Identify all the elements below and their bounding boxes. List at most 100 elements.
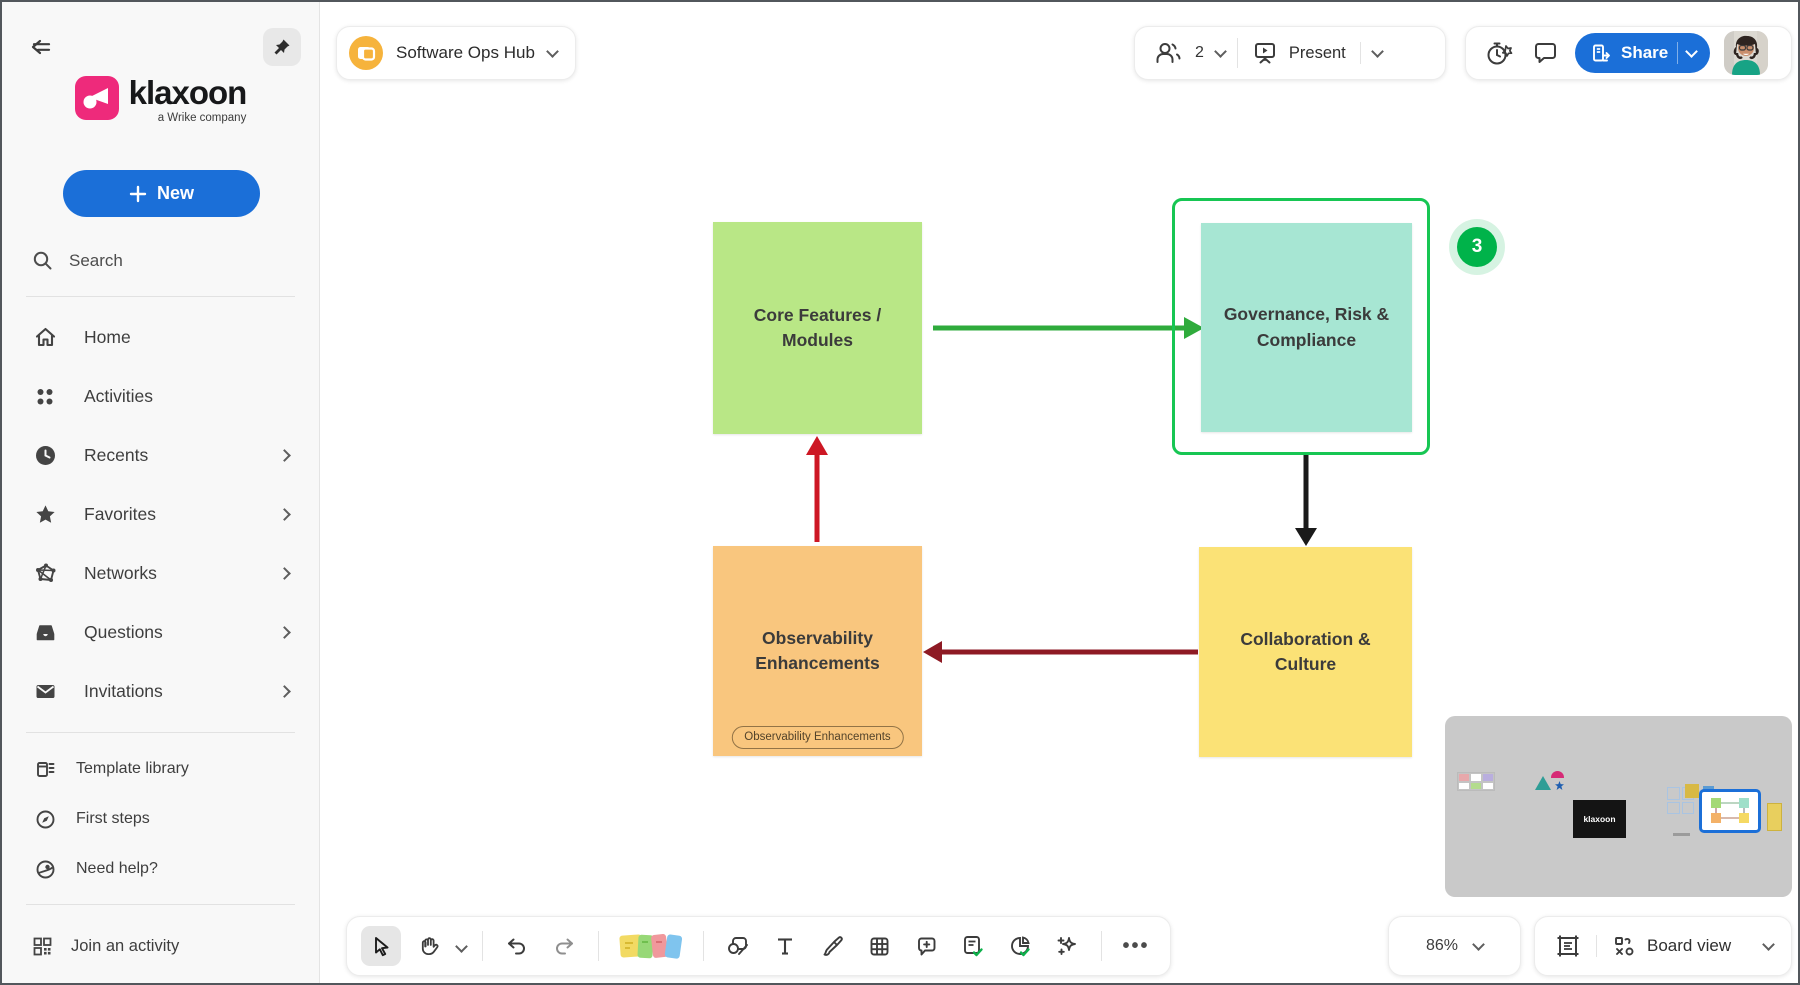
chart-tool-button[interactable] [1000, 926, 1040, 966]
board-title-dropdown[interactable]: Software Ops Hub [336, 26, 576, 80]
networks-icon [32, 562, 58, 585]
text-tool-button[interactable] [765, 926, 805, 966]
divider [26, 296, 295, 297]
minimap[interactable]: klaxoon [1445, 716, 1792, 897]
sidebar-item-template-library[interactable]: Template library [2, 744, 319, 794]
survey-check-icon [963, 936, 983, 957]
chevron-down-icon[interactable] [1214, 44, 1227, 58]
redo-button[interactable] [544, 926, 584, 966]
undo-button[interactable] [497, 926, 537, 966]
timer-button[interactable] [1482, 37, 1516, 69]
more-tools-button[interactable]: ••• [1116, 926, 1156, 966]
minimap-yellow-square-thumb [1685, 784, 1699, 798]
chevron-down-icon[interactable] [1370, 44, 1384, 58]
klaxoon-logo: klaxoon a Wrike company [2, 76, 319, 124]
join-activity-label: Join an activity [71, 937, 180, 955]
minimap-star-thumb [1555, 781, 1564, 790]
help-icon [32, 859, 58, 880]
sidebar-item-invitations[interactable]: Invitations [2, 662, 319, 721]
sidebar-item-recents[interactable]: Recents [2, 426, 319, 485]
sidebar-item-networks[interactable]: Networks [2, 544, 319, 603]
divider [703, 931, 704, 961]
sticky-note-core-features[interactable]: Core Features / Modules [713, 222, 922, 434]
sparkles-icon [1057, 937, 1076, 955]
zoom-control[interactable]: 86% [1388, 916, 1521, 976]
divider [26, 904, 295, 905]
sidebar-item-questions[interactable]: Questions [2, 603, 319, 662]
divider [1101, 931, 1102, 961]
divider [1677, 42, 1679, 64]
select-tool-button[interactable] [361, 926, 401, 966]
selection-badge: 3 [1449, 219, 1505, 275]
brand-name: klaxoon [128, 74, 248, 111]
participants-button[interactable] [1151, 38, 1183, 68]
survey-tool-button[interactable] [953, 926, 993, 966]
view-switcher: Board view [1534, 916, 1792, 976]
minimap-triangle-thumb [1535, 776, 1551, 790]
sticky-notes-tool-button[interactable] [613, 926, 689, 966]
undo-icon [508, 938, 525, 955]
sticky-note-observability[interactable]: Observability Enhancements Observability… [713, 546, 922, 756]
pan-tool-button[interactable] [408, 926, 448, 966]
collapse-sidebar-icon[interactable] [28, 34, 54, 60]
template-library-icon [32, 759, 58, 780]
klaxoon-logo-icon [74, 76, 119, 120]
comments-button[interactable] [1530, 38, 1561, 68]
home-icon [32, 326, 58, 349]
pin-sidebar-button[interactable] [263, 28, 301, 66]
plus-icon [129, 185, 147, 202]
sidebar-item-first-steps[interactable]: First steps [2, 794, 319, 844]
pin-icon [274, 39, 290, 55]
draw-tool-button[interactable] [812, 926, 852, 966]
shapes-tool-button[interactable] [718, 926, 758, 966]
pie-chart-check-icon [1010, 936, 1030, 957]
text-icon [778, 938, 792, 955]
minimap-dash-thumb [1673, 833, 1690, 836]
chevron-down-icon [1685, 44, 1699, 58]
minimap-viewport[interactable] [1699, 789, 1761, 833]
ai-tool-button[interactable] [1047, 926, 1087, 966]
sidebar-menu: Home Activities Recents Favorites Networ… [2, 308, 319, 721]
board-icon [349, 36, 383, 70]
view-label: Board view [1647, 936, 1732, 955]
comment-tool-button[interactable] [906, 926, 946, 966]
user-avatar[interactable] [1724, 31, 1769, 75]
sticky-note-governance[interactable]: Governance, Risk & Compliance [1201, 223, 1412, 432]
sidebar-item-favorites[interactable]: Favorites [2, 485, 319, 544]
topbar-tools-pill: Share [1465, 26, 1792, 80]
chat-icon [1535, 43, 1556, 63]
brand-tagline: a Wrike company [157, 112, 247, 124]
sidebar-item-need-help[interactable]: Need help? [2, 844, 319, 894]
questions-icon [32, 621, 58, 644]
join-activity-button[interactable]: Join an activity [32, 936, 179, 957]
note-text: Collaboration & Culture [1240, 628, 1371, 674]
board-view-icon [1615, 937, 1634, 956]
sticky-notes-palette-icon [619, 934, 683, 959]
sidebar: klaxoon a Wrike company New Search Home … [2, 2, 320, 983]
timer-icon [1487, 42, 1513, 65]
redo-icon [556, 938, 573, 955]
canvas-toolbar: ••• [346, 916, 1171, 976]
table-tool-button[interactable] [859, 926, 899, 966]
sidebar-item-home[interactable]: Home [2, 308, 319, 367]
divider [1596, 935, 1597, 957]
sidebar-item-activities[interactable]: Activities [2, 367, 319, 426]
chevron-right-icon [278, 508, 291, 521]
selection-badge-count: 3 [1457, 227, 1497, 267]
note-text: Core Features / Modules [753, 304, 882, 350]
invitations-icon [32, 680, 58, 703]
chevron-right-icon [278, 626, 291, 639]
zoom-level: 86% [1425, 937, 1459, 954]
search-button[interactable]: Search [32, 250, 123, 271]
board-view-button[interactable]: Board view [1610, 932, 1733, 960]
frame-view-button[interactable] [1553, 931, 1583, 961]
chevron-down-icon [1472, 937, 1485, 951]
hand-icon [421, 936, 438, 955]
share-button[interactable]: Share [1575, 33, 1711, 73]
present-button[interactable]: Present [1250, 38, 1348, 68]
sticky-note-collaboration[interactable]: Collaboration & Culture [1199, 547, 1412, 757]
chevron-down-icon[interactable] [455, 939, 468, 953]
qr-code-icon [33, 937, 52, 956]
new-button[interactable]: New [63, 170, 260, 217]
shapes-icon [728, 937, 748, 955]
